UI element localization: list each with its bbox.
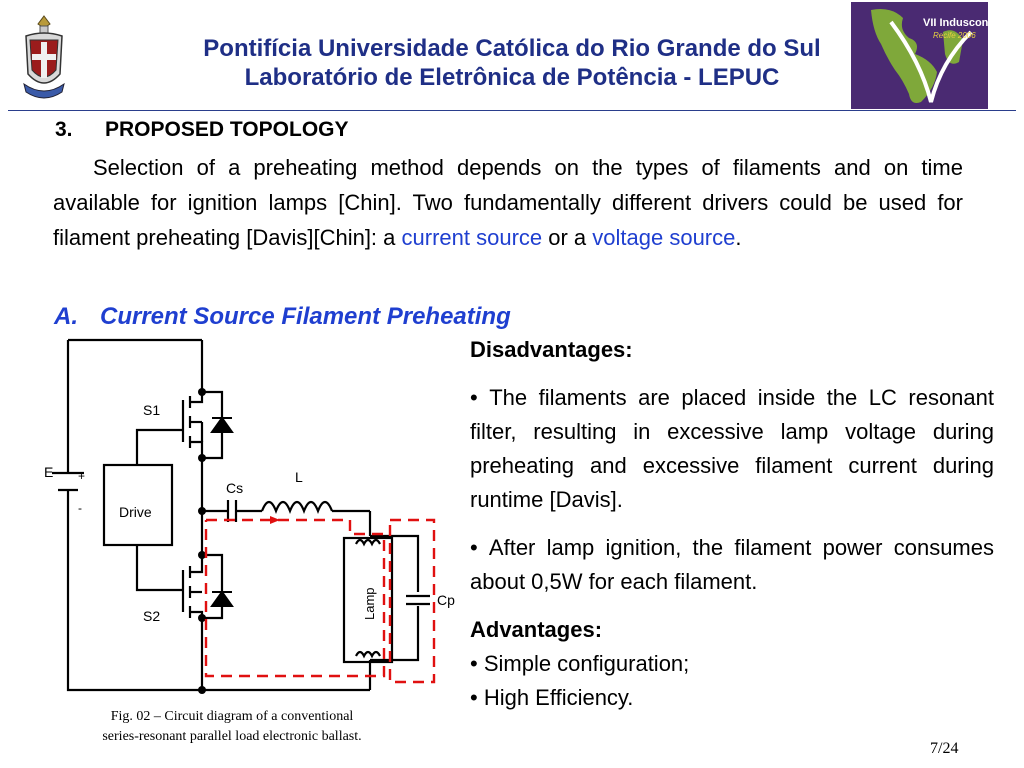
intro-paragraph: Selection of a preheating method depends… (53, 150, 963, 255)
label-Cp: Cp (437, 592, 455, 608)
label-plus: + (78, 469, 85, 483)
label-Cs: Cs (226, 480, 243, 496)
label-drive: Drive (119, 504, 152, 520)
current-source-term: current source (401, 225, 543, 250)
university-crest-icon (23, 15, 65, 99)
junction-dots (198, 388, 206, 694)
conference-logo-line1: VII Induscon (923, 17, 988, 29)
disadvantage-text-1: The filaments are placed inside the LC r… (470, 385, 994, 512)
advantage-item: • Simple configuration; (470, 651, 690, 676)
label-S2: S2 (143, 608, 160, 624)
paragraph-text-2: or a (542, 225, 593, 250)
current-path (204, 518, 436, 684)
circuit-diagram: E + - Drive S1 S2 Cs L Lamp Cp (44, 338, 455, 694)
section-heading: 3. PROPOSED TOPOLOGY (55, 118, 349, 142)
paragraph-text-3: . (735, 225, 742, 250)
section-title: PROPOSED TOPOLOGY (105, 118, 349, 141)
disadvantage-text-2: After lamp ignition, the filament power … (470, 535, 994, 594)
advantages-heading: Advantages: (470, 617, 603, 642)
university-name: Pontifícia Universidade Católica do Rio … (203, 35, 821, 62)
lab-name: Laboratório de Eletrônica de Potência - … (244, 64, 780, 91)
header-title: Pontifícia Universidade Católica do Rio … (0, 34, 1024, 92)
conference-logo-line2: Recife 2006 (933, 31, 976, 40)
caption-line-1: Fig. 02 – Circuit diagram of a conventio… (110, 709, 354, 724)
label-S1: S1 (143, 402, 160, 418)
label-minus: - (78, 501, 82, 515)
advantage-text-2: High Efficiency. (483, 685, 634, 710)
university-logo (20, 14, 68, 104)
pros-cons-column: Disadvantages: • The filaments are place… (470, 333, 994, 715)
advantage-text-1: Simple configuration; (483, 651, 690, 676)
subsection-letter: A. (54, 303, 78, 330)
label-lamp: Lamp (362, 587, 377, 620)
diode-s1 (210, 416, 234, 433)
subsection-title: Current Source Filament Preheating (100, 303, 511, 330)
current-arrow (270, 516, 280, 524)
conference-logo: VII Induscon Recife 2006 (851, 2, 989, 109)
label-E: E (44, 464, 53, 480)
advantage-item: • High Efficiency. (470, 685, 634, 710)
page-number: 7/24 (930, 740, 959, 757)
caption-line-2: series-resonant parallel load electronic… (102, 729, 362, 744)
disadvantage-item: • The filaments are placed inside the LC… (470, 385, 994, 512)
paragraph-text-1: Selection of a preheating method depends… (53, 155, 963, 250)
diode-s2 (210, 590, 234, 607)
voltage-source-term: voltage source (592, 225, 736, 250)
drive-block (102, 463, 174, 547)
subsection-heading: A. Current Source Filament Preheating (54, 303, 511, 331)
section-number: 3. (55, 118, 73, 141)
label-L: L (295, 469, 303, 485)
disadvantages-heading: Disadvantages: (470, 337, 633, 362)
americas-map-icon: VII Induscon Recife 2006 (851, 2, 989, 109)
disadvantage-item: • After lamp ignition, the filament powe… (470, 535, 994, 594)
header-divider (8, 110, 1016, 111)
figure-caption: Fig. 02 – Circuit diagram of a conventio… (62, 707, 402, 747)
